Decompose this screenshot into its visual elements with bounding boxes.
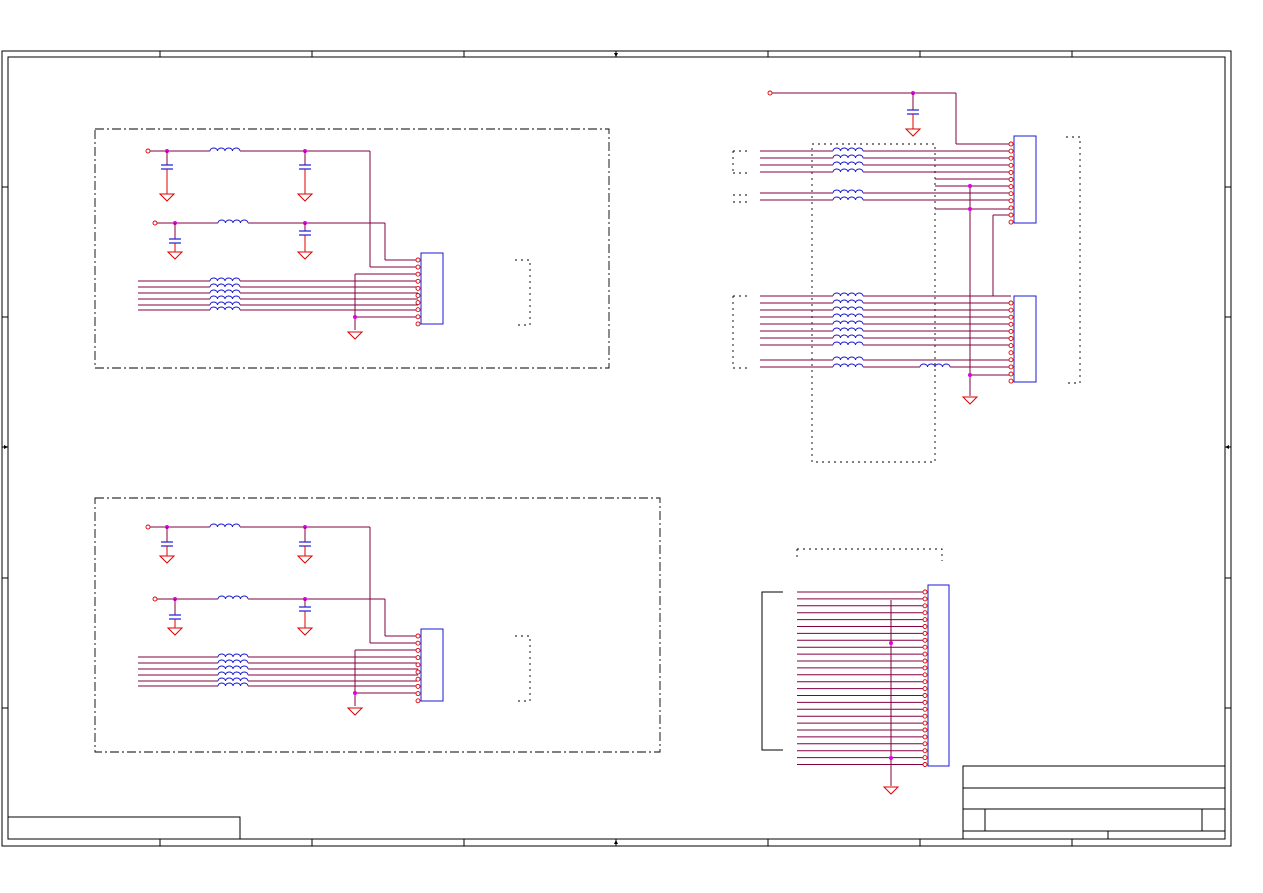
connector-pin: [922, 720, 928, 726]
connector-pin: [922, 741, 928, 747]
connector-pin: [1008, 328, 1014, 334]
connector-pin: [1008, 155, 1014, 161]
inductor: [832, 168, 864, 173]
connector-pin: [922, 706, 928, 712]
connector-pin: [1008, 300, 1014, 306]
connector-pin: [1008, 336, 1014, 341]
connector-pin: [922, 699, 928, 705]
inductor: [832, 161, 864, 166]
connector-pin: [1008, 357, 1014, 363]
connector-pin: [415, 662, 421, 668]
inductor: [832, 189, 864, 194]
connector-pin: [922, 630, 928, 636]
connector-pin: [415, 271, 421, 277]
inductor: [832, 313, 864, 318]
connector-pin: [922, 713, 928, 719]
connector-pin: [1008, 219, 1014, 225]
inductor: [832, 147, 864, 152]
connector-pin: [415, 647, 421, 653]
connector-pin: [922, 727, 928, 733]
inductor: [832, 363, 864, 368]
connector-pin: [1008, 343, 1014, 349]
connector-pin: [922, 755, 928, 761]
inductor: [832, 341, 864, 346]
connector-pin: [922, 679, 928, 685]
inductor: [832, 306, 864, 311]
inductor: [832, 320, 864, 325]
inductor: [832, 356, 864, 361]
connector-pin: [1008, 321, 1014, 327]
connector-pin: [1008, 184, 1014, 190]
connector-pin: [922, 637, 928, 643]
connector-pin: [1008, 314, 1014, 320]
connector-pin: [922, 693, 928, 698]
connector-pin: [415, 321, 421, 327]
connector-pin: [922, 665, 928, 671]
connector-pin: [1008, 148, 1014, 154]
connector-pin: [415, 669, 421, 675]
connector-pin: [922, 596, 928, 602]
connector-pin: [922, 603, 928, 609]
inductor: [832, 154, 864, 159]
connector-pin: [922, 617, 928, 623]
connector-pin: [415, 683, 421, 689]
connector-pin: [1008, 350, 1014, 356]
filter-block-bottom-left: [94, 497, 661, 753]
drawing-frame: [1, 50, 1232, 847]
inductor: [832, 292, 864, 297]
connector-pin: [1008, 162, 1014, 168]
connector-pin: [922, 624, 928, 629]
inductor: [919, 363, 951, 368]
connector-pin: [922, 748, 928, 754]
connector-pin: [415, 640, 421, 646]
connector-pin: [415, 278, 421, 284]
connector-pin: [415, 307, 421, 313]
connector-pin: [415, 300, 421, 306]
connector-pin: [415, 257, 421, 263]
connector-pin: [922, 610, 928, 616]
connector-pin: [415, 264, 421, 270]
connector-pin: [1008, 307, 1014, 313]
connector-pin: [415, 676, 421, 682]
connector-pin: [922, 672, 928, 678]
connector-pin: [922, 651, 928, 657]
revision-block: [7, 816, 241, 840]
connector-pin: [415, 633, 421, 639]
connector-pin: [1008, 364, 1014, 370]
connector-pin: [1008, 371, 1014, 377]
connector-pin: [922, 658, 928, 664]
connector-pin: [922, 686, 928, 692]
connector-pin: [415, 285, 421, 291]
filter-block-top-left: [94, 128, 610, 369]
connector-pin: [1008, 198, 1014, 204]
connector-pin: [1008, 191, 1014, 197]
connector-pin: [922, 644, 928, 650]
filter-block-top-right: [732, 90, 1081, 463]
connector-pin: [1008, 212, 1014, 218]
inductor: [832, 327, 864, 332]
connector-pin: [1008, 378, 1014, 384]
connector-pin: [415, 293, 421, 298]
connector-pin: [922, 762, 928, 767]
inductor: [832, 334, 864, 339]
connector-block-bottom-right: [761, 548, 950, 795]
connector-pin: [1008, 141, 1014, 147]
connector-pin: [922, 589, 928, 595]
connector-pin: [1008, 177, 1014, 182]
connector-pin: [415, 691, 421, 697]
connector-pin: [922, 734, 928, 740]
connector-pin: [415, 698, 421, 704]
inductor: [832, 299, 864, 304]
connector-pin: [1008, 205, 1014, 211]
inductor: [832, 196, 864, 201]
connector-pin: [1008, 169, 1014, 175]
title-block: [962, 765, 1226, 840]
connector-pin: [415, 314, 421, 320]
connector-pin: [415, 655, 421, 661]
